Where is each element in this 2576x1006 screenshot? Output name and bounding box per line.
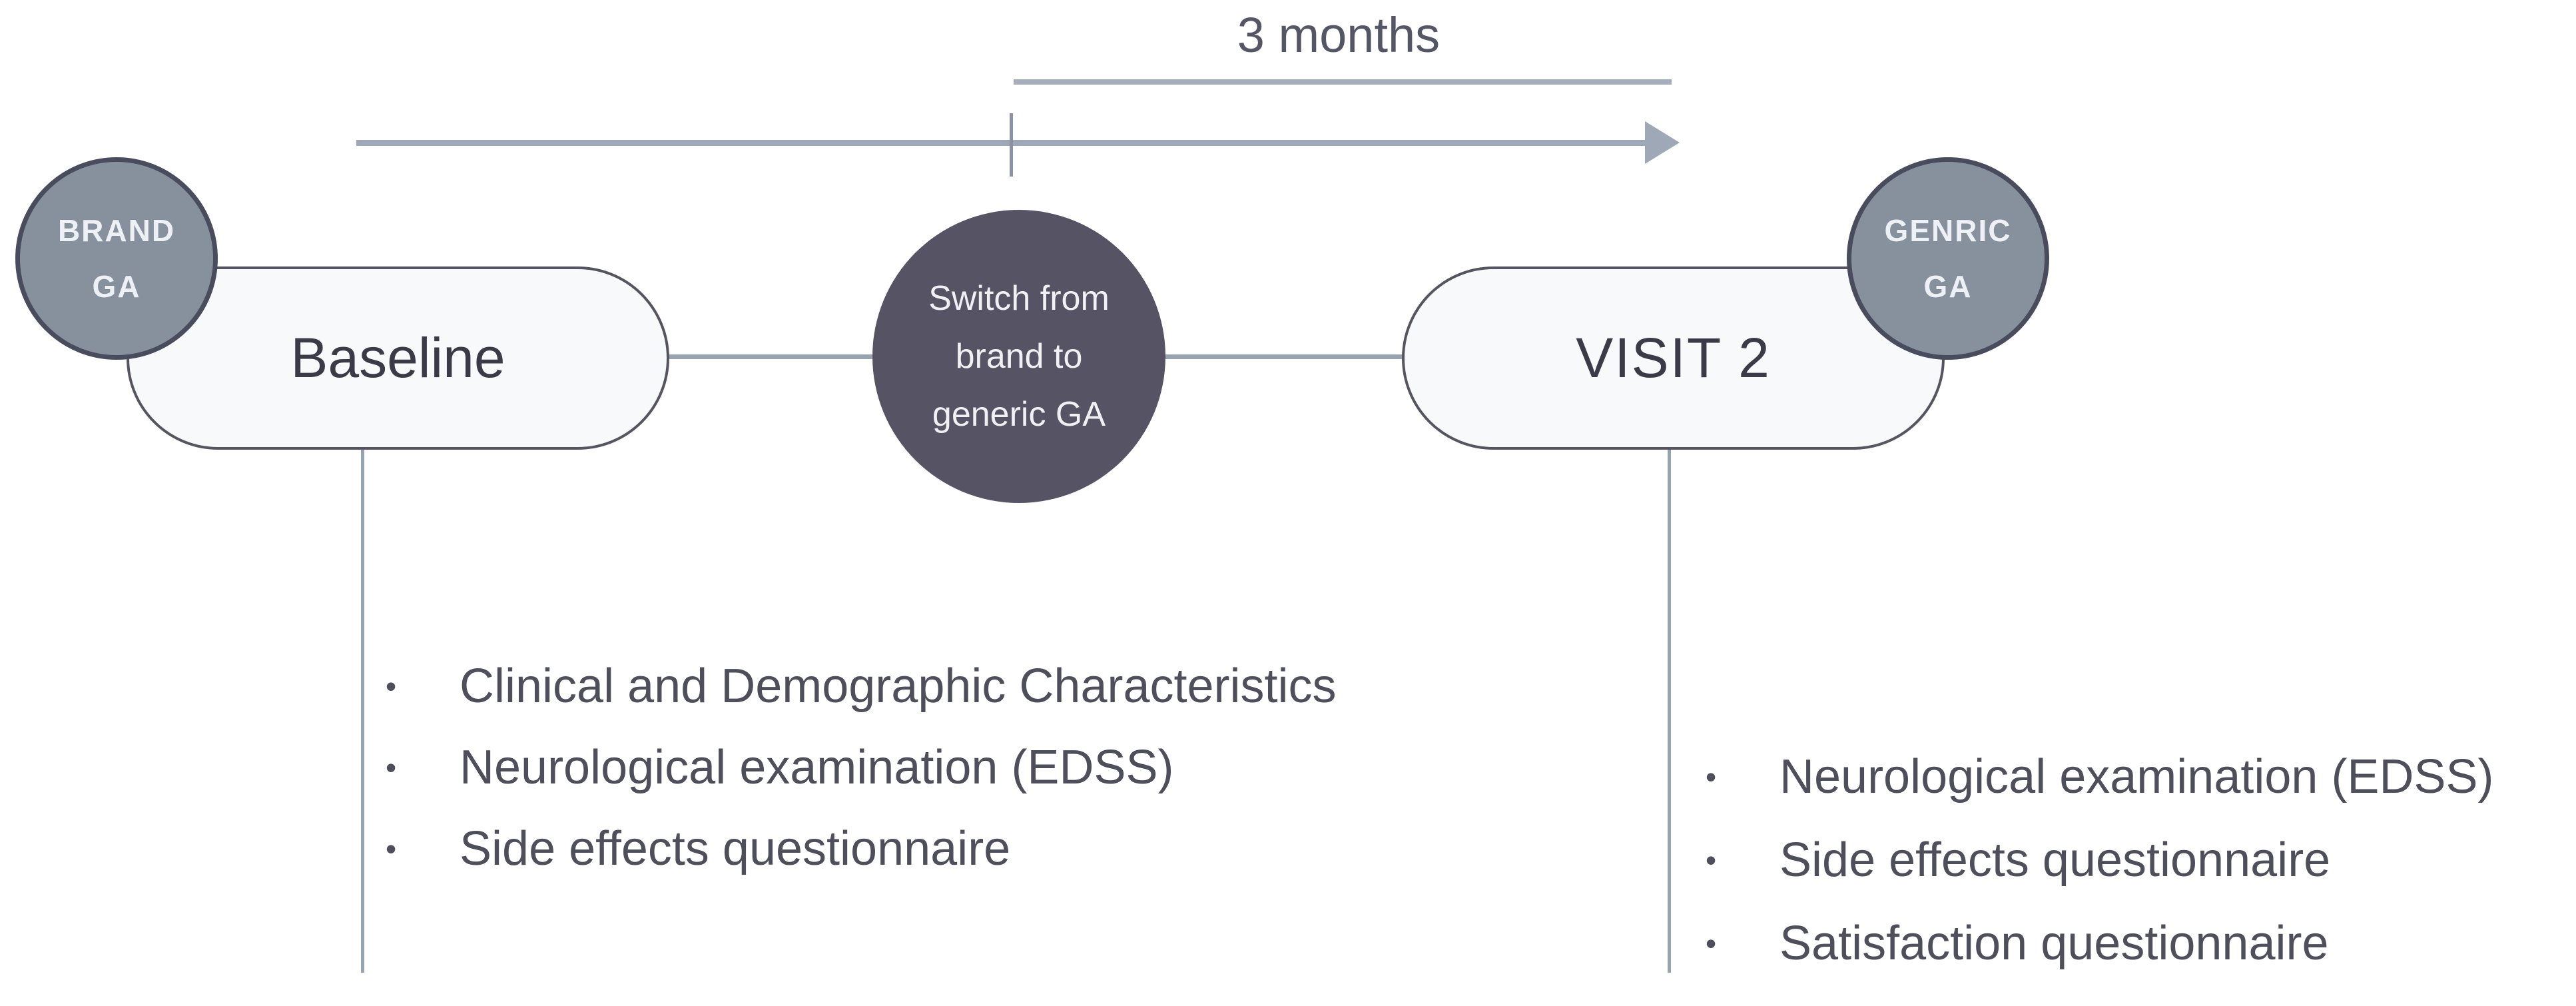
baseline-node: Baseline: [127, 266, 669, 450]
bullet-icon: •: [1705, 925, 1717, 961]
list-item: • Satisfaction questionnaire: [1700, 901, 2493, 985]
list-item-text: Neurological examination (EDSS): [1779, 750, 2494, 803]
list-item-text: Side effects questionnaire: [460, 822, 1011, 875]
list-item: • Clinical and Demographic Characteristi…: [380, 646, 1337, 727]
generic-ga-badge-line2: GA: [1923, 269, 1973, 304]
baseline-assessments-list: • Clinical and Demographic Characteristi…: [380, 646, 1337, 889]
brand-ga-badge-line2: GA: [92, 269, 141, 304]
baseline-node-label: Baseline: [290, 326, 505, 389]
duration-label: 3 months: [1237, 7, 1441, 63]
arrowhead-right-icon: [1645, 121, 1680, 164]
duration-bracket-line: [1014, 79, 1672, 85]
list-item-text: Satisfaction questionnaire: [1779, 916, 2329, 970]
connector-baseline-to-switch: [666, 354, 876, 359]
switch-node-line3: generic GA: [932, 395, 1106, 434]
switch-node: Switch from brand to generic GA: [872, 210, 1165, 503]
switch-node-line1: Switch from: [928, 279, 1110, 318]
visit2-node-label: VISIT 2: [1576, 326, 1771, 389]
bullet-icon: •: [385, 669, 397, 704]
dropline-baseline: [361, 448, 364, 973]
list-item-text: Side effects questionnaire: [1779, 833, 2331, 887]
bullet-icon: •: [1705, 759, 1717, 794]
list-item-text: Neurological examination (EDSS): [460, 741, 1174, 794]
bullet-icon: •: [1705, 842, 1717, 877]
visit2-node: VISIT 2: [1402, 266, 1945, 450]
dropline-visit2: [1668, 448, 1671, 973]
list-item: • Neurological examination (EDSS): [1700, 735, 2494, 818]
generic-ga-badge: GENRIC GA: [1847, 157, 2049, 360]
visit2-assessments-list: • Neurological examination (EDSS) • Side…: [1700, 735, 2494, 985]
brand-ga-badge-line1: BRAND: [57, 213, 176, 248]
bullet-icon: •: [385, 750, 397, 785]
brand-ga-badge: BRAND GA: [15, 157, 218, 360]
list-item-text: Clinical and Demographic Characteristics: [460, 660, 1337, 713]
generic-ga-badge-line1: GENRIC: [1884, 213, 2012, 248]
switch-node-line2: brand to: [955, 337, 1083, 376]
timeline-arrow-line: [356, 140, 1645, 146]
list-item: • Side effects questionnaire: [380, 808, 1337, 889]
list-item: • Neurological examination (EDSS): [380, 727, 1337, 808]
bullet-icon: •: [385, 831, 397, 866]
connector-switch-to-visit2: [1162, 354, 1405, 359]
list-item: • Side effects questionnaire: [1700, 818, 2493, 901]
timeline-switch-tick: [1010, 113, 1013, 177]
